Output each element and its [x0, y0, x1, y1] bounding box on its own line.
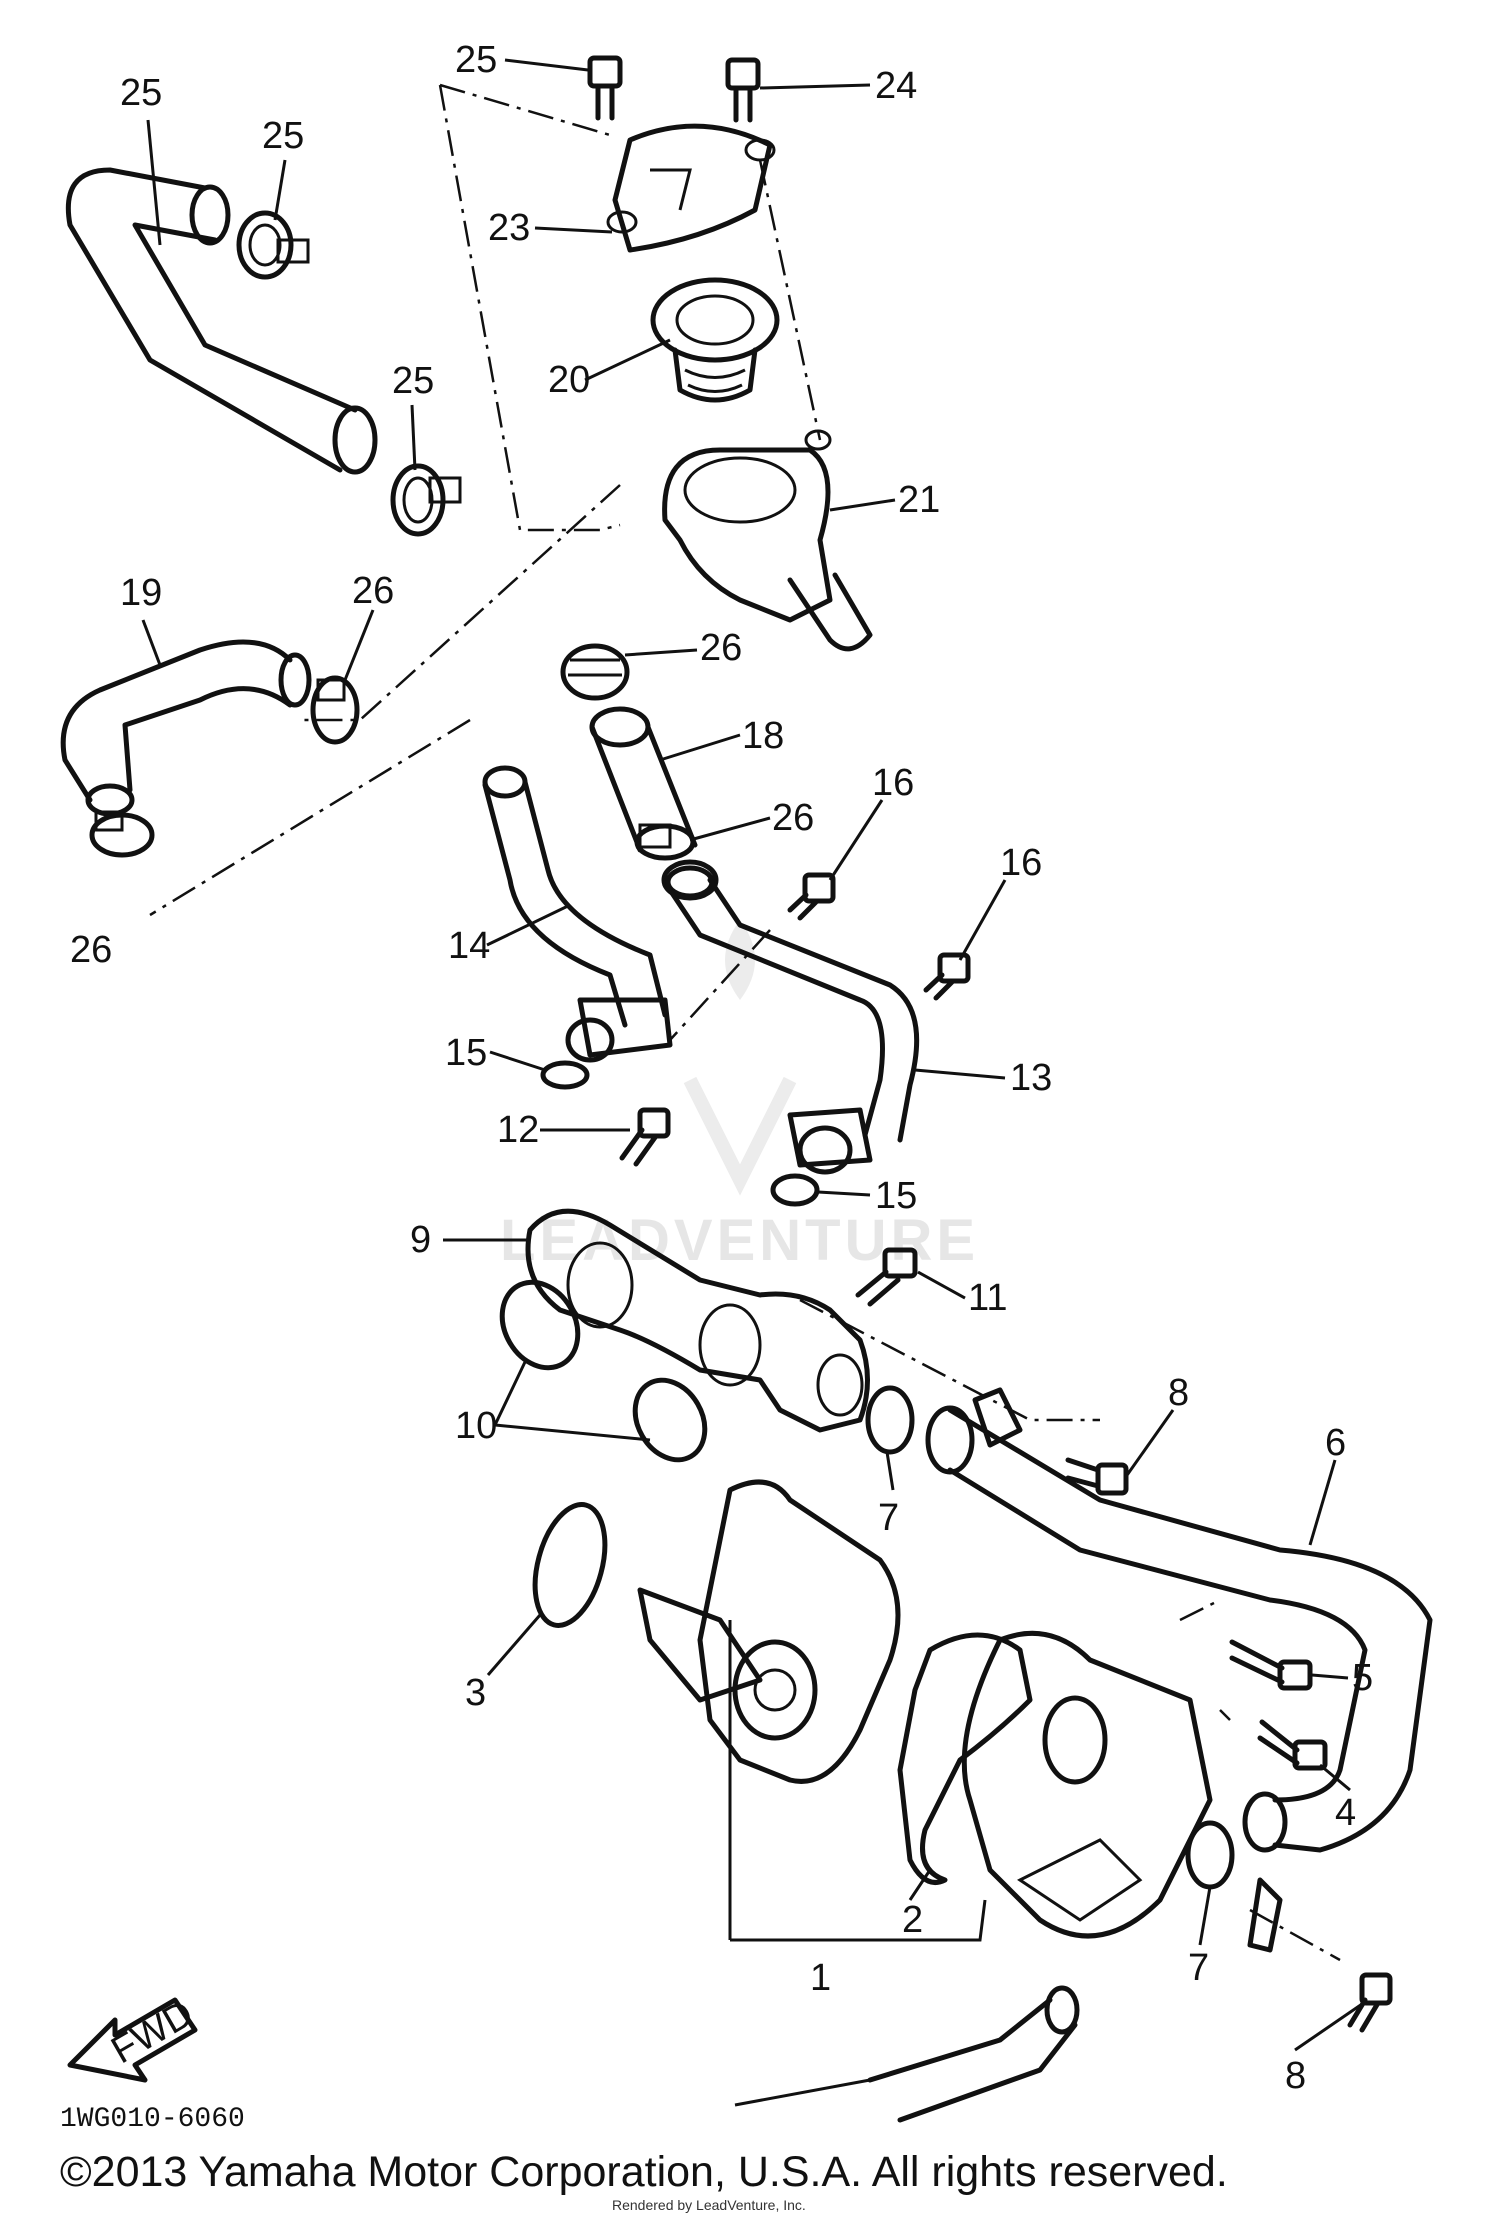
o-ring-15a: [540, 1060, 590, 1090]
drawing-code: 1WG010-6060: [60, 2104, 245, 2135]
o-ring-10a: [499, 1279, 581, 1371]
hose-24: [65, 167, 378, 475]
o-ring-3: [532, 1502, 608, 1628]
hose-clamp-26a: [310, 675, 360, 745]
callout-24: 25: [120, 72, 162, 114]
callout-4: 4: [1335, 1792, 1356, 1834]
watermark-text: LEADVENTURE: [500, 1208, 979, 1273]
hose-clamp-26d: [634, 823, 696, 861]
callout-6: 6: [1325, 1422, 1346, 1464]
thermostat-housing-20: [662, 429, 873, 652]
callout-16a: 16: [872, 762, 914, 804]
callout-8b: 8: [1285, 2055, 1306, 2097]
callout-15a: 15: [445, 1032, 487, 1074]
pipe-17: [589, 706, 719, 901]
callout-20: 21: [898, 479, 940, 521]
pipe-13: [665, 865, 920, 1175]
callout-21: 23: [488, 207, 530, 249]
callout-3: 3: [465, 1672, 486, 1714]
bolt-16a: [787, 872, 836, 921]
water-pump-1: [637, 1479, 1213, 1939]
callout-26c: 26: [772, 797, 814, 839]
callout-11: 11: [968, 1277, 1007, 1319]
thermostat-cover-21: [606, 123, 776, 253]
gasket-2: [897, 1632, 1033, 1885]
rendered-by-note: Rendered by LeadVenture, Inc.: [612, 2197, 806, 2213]
bolt-5: [1229, 1639, 1313, 1691]
callout-13: 13: [1010, 1057, 1052, 1099]
assembly-lines: [149, 83, 1341, 1962]
copyright-notice: ©2013 Yamaha Motor Corporation, U.S.A. A…: [60, 2148, 1228, 2196]
bolt-23: [587, 55, 623, 121]
fwd-label: FWD: [105, 1993, 201, 2073]
bolt-4: [1257, 1719, 1328, 1771]
pipe-6: [925, 1387, 1433, 1953]
callout-12: 12: [497, 1109, 539, 1151]
callout-26b: 26: [700, 627, 742, 669]
callout-2: 2: [902, 1899, 923, 1941]
callout-26d: 26: [70, 929, 112, 971]
callout-14: 14: [448, 925, 490, 967]
watermark: LEADVENTURE: [500, 920, 979, 1273]
bolt-12: [619, 1107, 671, 1167]
bolt-22: [725, 57, 761, 123]
o-ring-10b: [632, 1377, 708, 1463]
o-ring-7a: [865, 1385, 915, 1455]
callout-16b: 16: [1000, 842, 1042, 884]
callout-18: 19: [120, 572, 162, 614]
hose-clamp-26c: [560, 643, 630, 701]
hose-18: [60, 639, 312, 817]
callout-5: 5: [1352, 1657, 1373, 1699]
hose-lower: [734, 1985, 1080, 2123]
callout-15b: 15: [875, 1175, 917, 1217]
hose-clamp-26b: [89, 810, 155, 858]
callout-25b: 25: [392, 360, 434, 402]
bolt-8b: [1347, 1972, 1393, 2033]
water-pipe-9: [525, 1208, 870, 1433]
callout-7b: 7: [1188, 1947, 1209, 1989]
callout-19: 20: [548, 359, 590, 401]
hose-clamp-25b: [390, 463, 462, 537]
callouts: 25 24 23 20 21 25 25 25 19 26 26 18 26 1…: [70, 39, 1373, 2097]
callout-25a: 25: [262, 115, 304, 157]
bolt-8a: [1065, 1457, 1129, 1496]
callout-8a: 8: [1168, 1372, 1189, 1414]
pipe-14: [482, 765, 673, 1063]
callout-7a: 7: [878, 1497, 899, 1539]
bolt-16b: [923, 952, 971, 1001]
callout-9: 9: [410, 1219, 431, 1261]
bolt-11: [855, 1247, 918, 1307]
callout-22: 24: [875, 65, 917, 107]
callout-10: 10: [455, 1405, 497, 1447]
callout-26a: 26: [352, 570, 394, 612]
leader-lines: [141, 58, 1366, 2052]
callout-1: 1: [810, 1957, 831, 1999]
fwd-arrow-icon: FWD: [67, 1993, 201, 2083]
hose-clamp-25: [236, 210, 310, 280]
callout-17: 18: [742, 715, 784, 757]
thermostat-19: [650, 277, 780, 403]
o-ring-15b: [770, 1173, 820, 1207]
callout-23: 25: [455, 39, 497, 81]
